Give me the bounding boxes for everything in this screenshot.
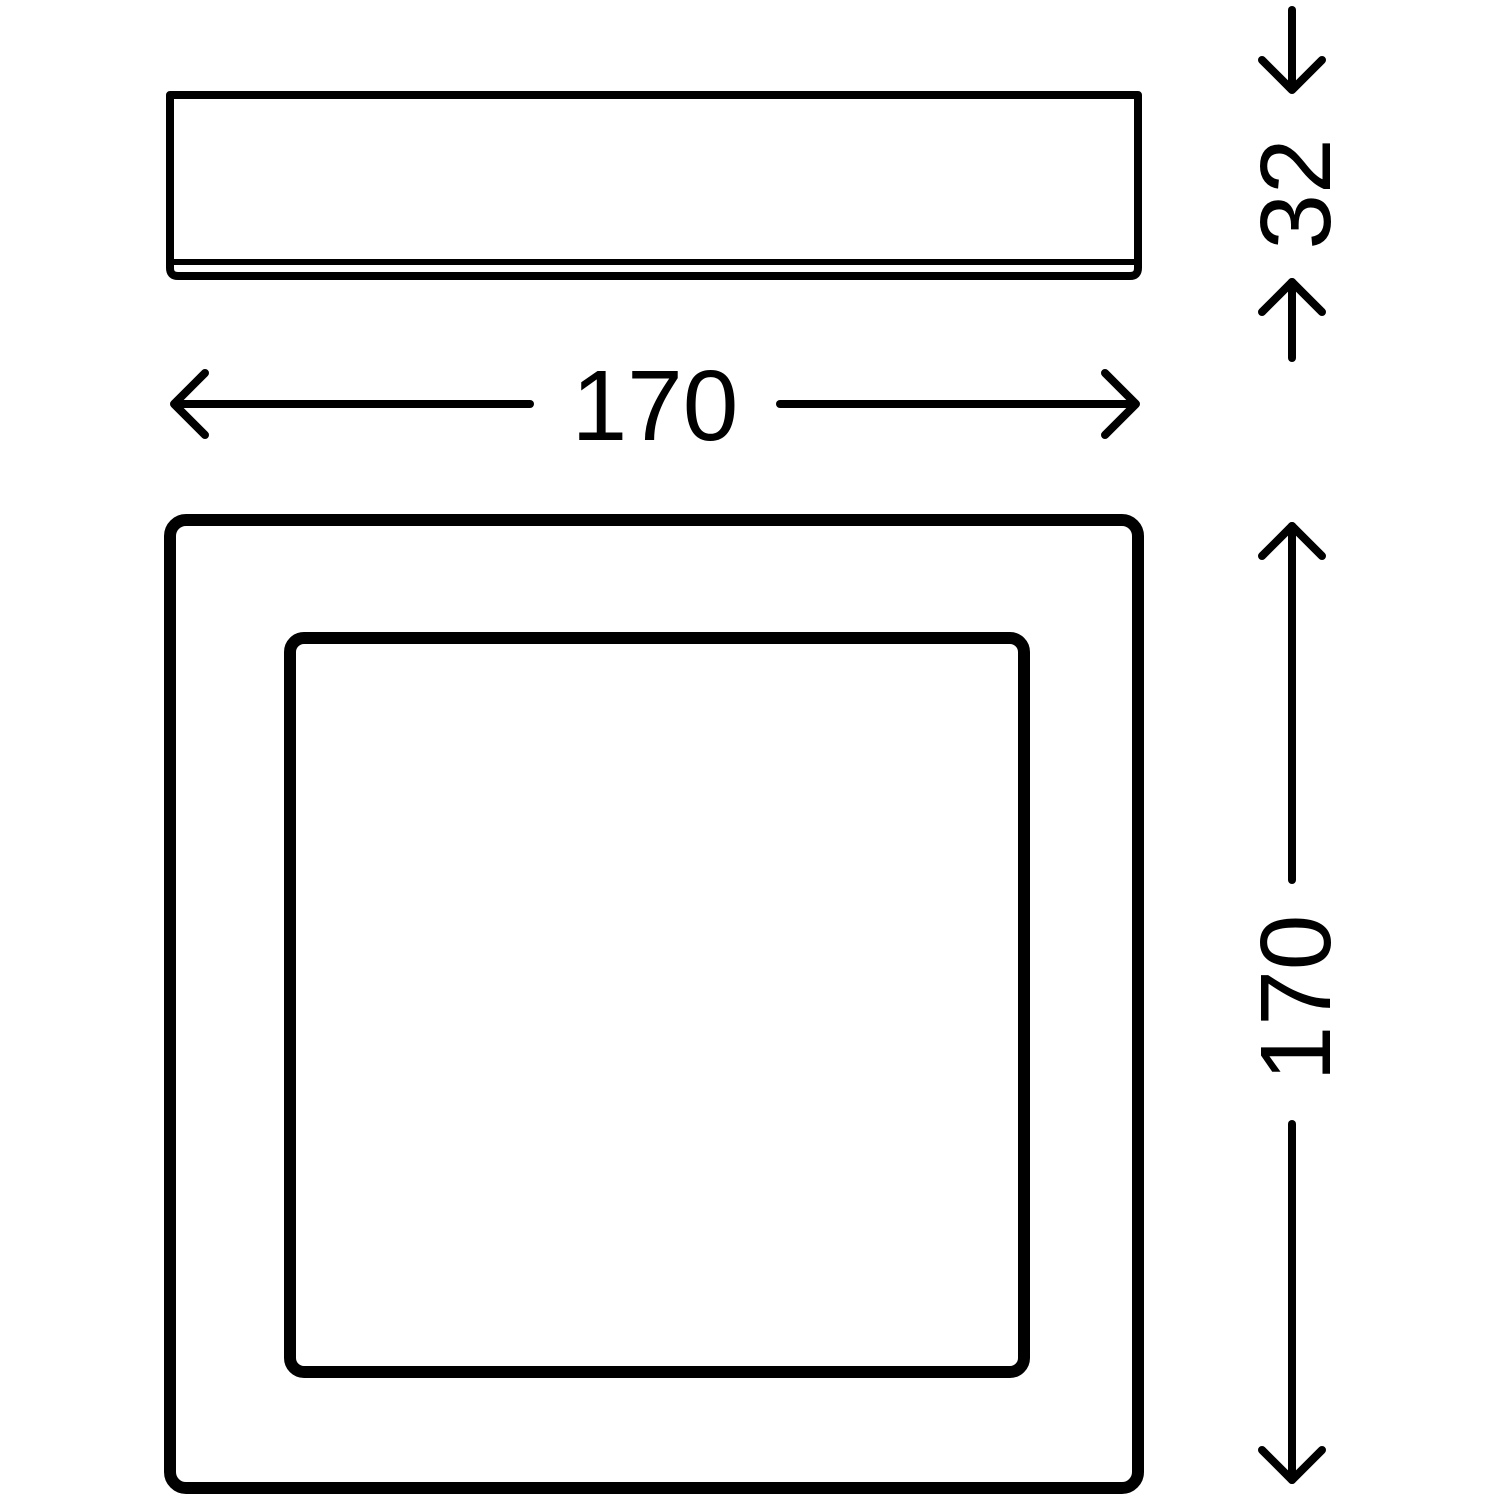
height-dimension: 32 bbox=[1240, 6, 1352, 362]
height-dimension-label: 32 bbox=[1240, 138, 1352, 249]
arrow-up-icon bbox=[1258, 278, 1326, 316]
side-view-outline bbox=[166, 91, 1142, 280]
arrow-up-icon bbox=[1258, 522, 1326, 560]
top-view-inner-panel bbox=[284, 632, 1030, 1378]
arrow-right-icon bbox=[1101, 369, 1140, 439]
arrow-left-icon bbox=[170, 369, 209, 439]
arrow-down-icon bbox=[1258, 1446, 1326, 1484]
arrow-down-icon bbox=[1258, 56, 1326, 94]
side-view bbox=[166, 91, 1142, 280]
width-dimension-label: 170 bbox=[572, 350, 739, 462]
depth-dimension-label: 170 bbox=[1240, 915, 1352, 1082]
width-dimension: 170 bbox=[170, 350, 1140, 462]
top-view-outer-square bbox=[164, 514, 1144, 1494]
top-view bbox=[164, 514, 1144, 1494]
depth-dimension: 170 bbox=[1240, 522, 1352, 1484]
